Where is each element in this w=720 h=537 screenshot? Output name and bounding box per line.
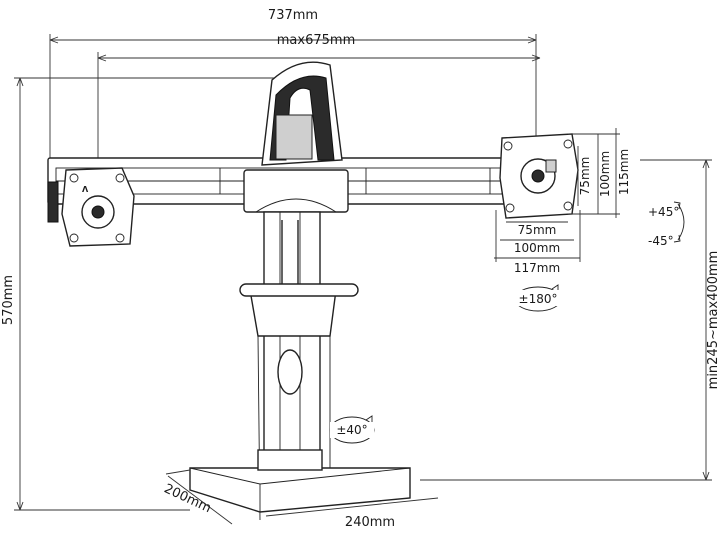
vesa-v-100-label: 100mm — [598, 151, 612, 197]
vesa-h-75-label: 75mm — [518, 223, 557, 237]
height-range-dimension: min245~max400mm — [420, 159, 720, 481]
overall-width-dimension: 737mm — [49, 8, 537, 185]
overall-width-label: 737mm — [268, 8, 318, 23]
left-vesa-plate: ꓥ — [61, 167, 135, 247]
left-plate-arrow: ꓥ — [82, 185, 89, 194]
vesa-horizontal-dimensions: 75mm 100mm 117mm — [494, 210, 581, 275]
plate-height-label: 115mm — [617, 149, 631, 195]
right-vesa-plate — [499, 133, 579, 219]
rotate-label: ±180° — [519, 292, 558, 306]
rotation-indicator: ±180° — [514, 284, 562, 312]
vesa-h-100-label: 100mm — [514, 241, 560, 255]
center-clamp — [243, 169, 349, 213]
height-range-label: min245~max400mm — [706, 251, 720, 390]
swivel-label: ±40° — [336, 423, 367, 437]
vesa-v-75-label: 75mm — [578, 157, 592, 196]
vesa-vertical-dimensions: 75mm 100mm 115mm — [568, 128, 631, 218]
plate-width-label: 117mm — [514, 261, 560, 275]
base — [189, 449, 411, 513]
tilt-indicator: +45° -45° — [648, 201, 685, 248]
base-width-label: 240mm — [345, 515, 395, 530]
carry-handle — [261, 61, 343, 166]
tilt-up-label: +45° — [648, 205, 679, 219]
column — [239, 211, 359, 521]
swivel-indicator: ±40° — [329, 415, 375, 444]
arm-span-dimension: max675mm — [97, 33, 541, 185]
total-height-label: 570mm — [1, 275, 16, 325]
tilt-down-label: -45° — [648, 234, 674, 248]
base-width-dimension: 240mm — [265, 497, 439, 530]
total-height-dimension: 570mm — [1, 77, 285, 511]
arm-span-label: max675mm — [277, 33, 355, 48]
